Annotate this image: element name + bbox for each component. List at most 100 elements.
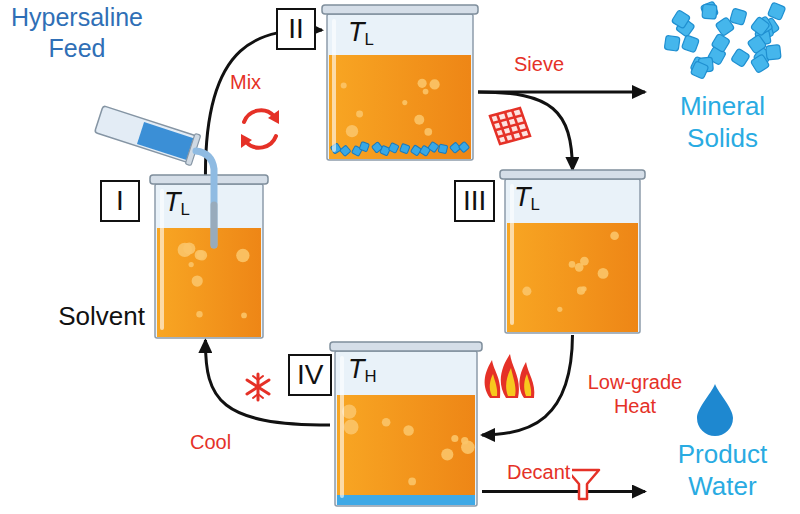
bubble	[402, 100, 407, 105]
bubble	[423, 89, 429, 95]
bubble	[418, 79, 427, 88]
mineral-cube	[747, 34, 766, 53]
temperature-label: TH	[348, 354, 377, 392]
bubble	[197, 250, 208, 261]
bubble	[557, 307, 562, 312]
glass-highlight	[160, 189, 164, 330]
bubble	[192, 275, 203, 286]
glass-highlight	[332, 19, 336, 152]
bubble	[522, 287, 531, 296]
beaker-lid	[500, 170, 645, 179]
cool-snowflake-icon	[247, 374, 269, 400]
bubble	[196, 311, 202, 317]
mineral-cube	[690, 61, 708, 79]
solvent-label: Solvent	[58, 301, 145, 331]
output-product: Mineral Solids	[645, 0, 800, 170]
crystal	[428, 141, 439, 152]
pouring-beaker	[94, 104, 201, 166]
stage-number: I	[100, 180, 140, 222]
bubble	[183, 242, 195, 254]
water-drop	[697, 384, 733, 436]
beaker-glass	[155, 184, 263, 338]
bubble	[424, 128, 432, 136]
mineral-cube	[702, 4, 717, 19]
feed-label: Hypersaline Feed	[2, 2, 152, 64]
bubble	[461, 441, 474, 454]
temperature-subscript: H	[365, 367, 377, 386]
process-arrow	[478, 92, 573, 170]
bubble	[241, 313, 247, 319]
feed-stream	[211, 205, 218, 245]
glass-highlight	[510, 184, 514, 325]
crystal	[359, 142, 369, 152]
temperature-label: TL	[514, 182, 540, 220]
bubble	[341, 82, 347, 88]
temperature-label: TL	[164, 187, 190, 225]
crystal	[340, 145, 351, 156]
step-label: Decant	[505, 460, 572, 484]
output-label: Product Water	[645, 438, 800, 502]
glass-highlight	[340, 356, 344, 498]
step-label: Sieve	[512, 52, 566, 76]
mineral-cube	[750, 16, 770, 36]
bubble	[610, 231, 619, 240]
temperature-subscript: L	[531, 195, 540, 214]
bubble	[382, 418, 391, 427]
bubble	[189, 262, 194, 267]
beaker-lid	[322, 5, 478, 14]
mineral-cube	[664, 35, 680, 51]
beaker: IITL	[322, 5, 478, 162]
step-label: Cool	[188, 430, 233, 454]
beaker: IVTH	[330, 342, 482, 508]
temperature-symbol: T	[514, 182, 531, 212]
bubble	[429, 79, 439, 89]
temperature-subscript: L	[181, 200, 190, 219]
bubble	[344, 420, 359, 435]
bubble	[342, 404, 356, 418]
solvent-liquid	[329, 55, 471, 159]
beaker-lid	[330, 342, 482, 351]
stage-number: IV	[288, 354, 332, 396]
process-arrow	[482, 335, 573, 435]
crystal	[400, 143, 410, 153]
bubble	[451, 435, 458, 442]
mineral-cube	[681, 35, 699, 53]
mineral-cube	[700, 1, 718, 19]
bubble	[580, 257, 589, 266]
step-label: Mix	[228, 70, 263, 94]
beaker: IIITL	[500, 170, 645, 335]
water-layer	[337, 495, 475, 505]
step-label: Low-grade Heat	[578, 370, 692, 418]
solvent-liquid	[507, 223, 638, 332]
bubble	[598, 268, 609, 279]
crystal	[410, 145, 421, 156]
bubble	[346, 125, 358, 137]
mineral-cube	[731, 48, 750, 67]
bubble	[441, 448, 453, 460]
bubble	[414, 115, 424, 125]
crystal	[438, 144, 448, 154]
beaker-glass	[327, 14, 473, 160]
temperature-label: TL	[348, 17, 374, 55]
mix-cycle-icon	[241, 110, 279, 148]
bubble	[356, 111, 363, 118]
bubble	[408, 478, 416, 486]
mineral-cube	[730, 8, 747, 25]
crystal	[458, 141, 469, 152]
solvent-liquid	[337, 395, 475, 505]
bubble	[403, 425, 414, 436]
mineral-cube	[766, 45, 781, 60]
temperature-symbol: T	[164, 187, 181, 217]
heat-flame-icon	[485, 354, 535, 398]
process-arrow	[205, 30, 322, 175]
bubble	[236, 249, 249, 262]
bubble	[569, 261, 576, 268]
node-illustration	[322, 5, 478, 162]
output-label: Mineral Solids	[645, 90, 800, 154]
mineral-cube	[671, 10, 690, 29]
bubble	[577, 287, 585, 295]
stage-number: II	[276, 8, 316, 50]
temperature-symbol: T	[348, 17, 365, 47]
feed-stream	[196, 151, 214, 245]
solvent-liquid	[157, 228, 261, 337]
